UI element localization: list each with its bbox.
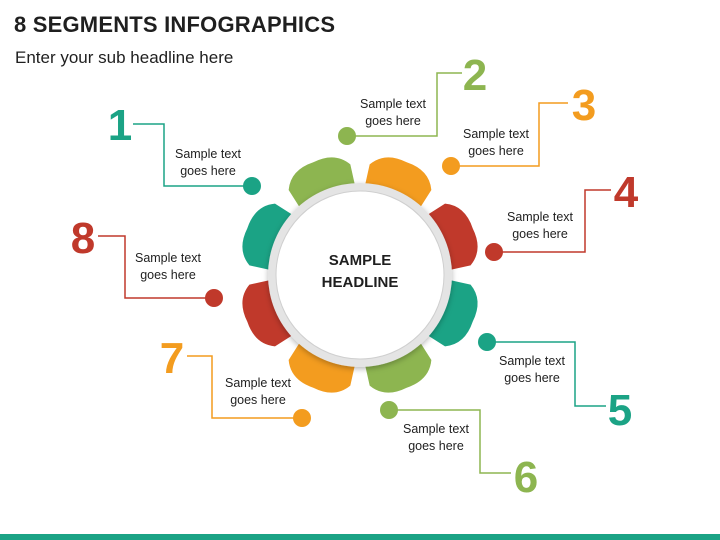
segment-text-2-line2: goes here bbox=[365, 114, 421, 128]
segment-text-1-line2: goes here bbox=[180, 164, 236, 178]
connector-6 bbox=[389, 409, 511, 474]
petal-segment-5 bbox=[425, 279, 478, 347]
center-disc bbox=[275, 190, 445, 360]
segment-number-8: 8 bbox=[71, 214, 95, 263]
petal-ring bbox=[242, 157, 478, 393]
connector-3 bbox=[451, 102, 568, 167]
connector-8 bbox=[98, 235, 214, 299]
segment-number-1: 1 bbox=[108, 101, 132, 150]
center-headline-line1: SAMPLE bbox=[329, 252, 392, 269]
connector-dot-1 bbox=[243, 177, 261, 195]
connector-dot-6 bbox=[380, 401, 398, 419]
segment-text-6-line1: Sample text bbox=[403, 422, 470, 436]
connector-dot-2 bbox=[338, 127, 356, 145]
connector-dot-4 bbox=[485, 243, 503, 261]
segment-text-8-line1: Sample text bbox=[135, 251, 202, 265]
petal-segment-7 bbox=[288, 340, 356, 393]
segment-number-3: 3 bbox=[572, 81, 596, 130]
petal-segment-8 bbox=[242, 279, 295, 347]
segment-text-4-line2: goes here bbox=[512, 227, 568, 241]
connector-4 bbox=[494, 189, 611, 253]
segment-text-4-line1: Sample text bbox=[507, 210, 574, 224]
petal-segment-4 bbox=[425, 203, 478, 271]
page-title: 8 SEGMENTS INFOGRAPHICS bbox=[14, 12, 336, 37]
segment-number-4: 4 bbox=[614, 168, 639, 217]
segment-text-6-line2: goes here bbox=[408, 439, 464, 453]
segment-text-3-line1: Sample text bbox=[463, 127, 530, 141]
segment-number-2: 2 bbox=[463, 51, 487, 100]
connector-5 bbox=[487, 341, 606, 407]
page-subtitle: Enter your sub headline here bbox=[15, 48, 234, 67]
connector-dot-5 bbox=[478, 333, 496, 351]
segment-text-1-line1: Sample text bbox=[175, 147, 242, 161]
connector-lines bbox=[98, 72, 611, 474]
segment-text-8-line2: goes here bbox=[140, 268, 196, 282]
segment-text-5-line1: Sample text bbox=[499, 354, 566, 368]
connector-dot-8 bbox=[205, 289, 223, 307]
segment-text-7-line2: goes here bbox=[230, 393, 286, 407]
segment-number-5: 5 bbox=[608, 386, 632, 435]
petal-segment-2 bbox=[288, 157, 356, 210]
segment-text-7-line1: Sample text bbox=[225, 376, 292, 390]
petal-segment-6 bbox=[364, 340, 432, 393]
connector-dot-3 bbox=[442, 157, 460, 175]
bottom-accent-bar bbox=[0, 534, 720, 540]
segment-text-5-line2: goes here bbox=[504, 371, 560, 385]
segment-text-2-line1: Sample text bbox=[360, 97, 427, 111]
center-headline-line2: HEADLINE bbox=[322, 274, 399, 291]
segment-number-6: 6 bbox=[514, 453, 538, 502]
connector-1 bbox=[133, 123, 252, 187]
connector-dot-7 bbox=[293, 409, 311, 427]
petal-segment-1 bbox=[242, 203, 295, 271]
segment-text-3-line2: goes here bbox=[468, 144, 524, 158]
connector-7 bbox=[187, 355, 302, 419]
petal-segment-3 bbox=[364, 157, 432, 210]
connector-2 bbox=[347, 72, 462, 137]
segment-number-7: 7 bbox=[160, 334, 184, 383]
